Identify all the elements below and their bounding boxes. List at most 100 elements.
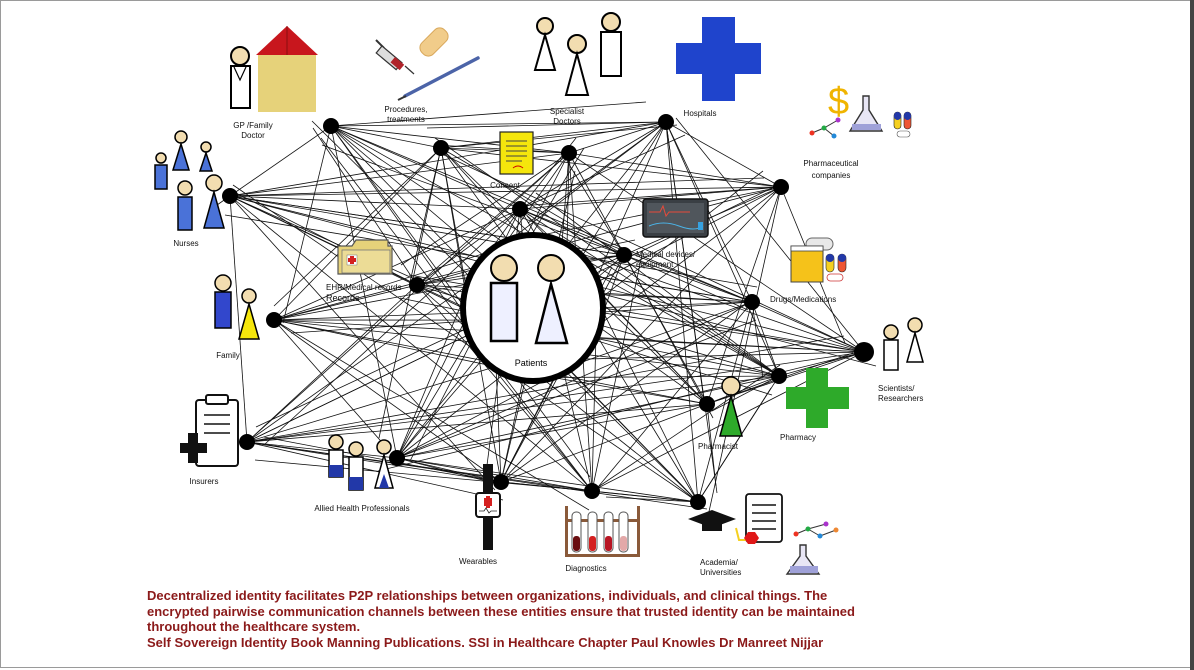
edge-line [751,301,764,379]
edge-line [312,127,418,286]
network-node [239,434,255,450]
consent-document-icon [499,131,534,175]
network-node [389,450,405,466]
edge-line [229,195,496,491]
edge-line [518,186,782,207]
caption-text: Decentralized identity facilitates P2P r… [147,588,1027,650]
edge-line [229,195,248,443]
label-nurses: Nurses [173,239,199,248]
edge-line [519,208,749,311]
edge-line [598,186,782,326]
edge-line [568,152,714,419]
edge-line [400,152,570,266]
label-medical-devices: Medical devices/equipment [636,250,696,269]
edge-line [320,137,593,492]
label-diagnostics: Diagnostics [565,564,607,573]
pharmaceutical-icon: $ [809,81,912,139]
patients-label: Patients [515,358,548,368]
edge-line [416,284,593,492]
edge-line [579,351,865,360]
edge-line [443,154,865,353]
dollar-icon: $ [828,81,849,123]
edge-line [246,284,418,443]
edge-line [440,147,525,239]
scientists-icon [883,317,924,371]
network-node [493,474,509,490]
edge-line [321,144,625,256]
network-node [854,342,874,362]
ehr-folder-icon [337,239,393,275]
label-allied-health: Allied Health Professionals [314,504,410,513]
edge-line [330,125,521,210]
allied-health-icon [328,434,394,491]
caption-line-2: encrypted pairwise communication channel… [147,603,855,619]
insurers-clipboard-icon [180,394,239,467]
edge-line [246,441,502,483]
patient-female-icon [534,254,569,345]
academia-icon [688,493,839,575]
gp-doctor-icon [230,46,251,109]
edge-line [591,490,699,503]
edge-line [229,195,521,210]
label-ehr: EHR/Medical records [326,283,402,292]
edge-line [330,125,753,303]
network-node [771,368,787,384]
label-records: Records [326,293,360,303]
edge-line [536,237,865,353]
edge-line [396,375,780,459]
edge-line [273,147,442,321]
edge-line [500,302,748,483]
specialist-doctors-icon [533,12,622,96]
edge-line [697,387,772,503]
network-node [584,483,600,499]
label-family: Family [216,351,240,360]
edge-line [440,121,667,149]
edge-line [246,441,708,510]
edge-line [416,152,570,286]
edge-line [568,121,667,154]
edge-line [711,375,780,412]
test-tubes-icon [565,506,640,557]
network-node [561,145,577,161]
edge-line [273,319,497,368]
edge-line [665,121,753,303]
edge-line [751,301,780,377]
edge-line [246,403,708,443]
edge-line [273,249,496,321]
hospital-cross-icon [676,17,761,101]
edge-line [396,289,468,459]
healthcare-network-diagram: Patients $ [154,12,924,575]
edge-line [434,137,780,377]
edge-line [591,364,781,492]
edge-line [396,457,593,492]
edge-line [706,403,717,487]
edge-line [519,121,667,210]
network-node [266,312,282,328]
pharmacy-cross-icon [786,368,849,428]
edge-line [707,186,782,517]
edge-line [273,284,418,321]
edge-line [232,184,699,503]
edge-line [426,121,667,129]
edge-line [254,459,593,492]
edge-line [229,186,782,197]
scalpel-icon [397,56,480,101]
edge-line [519,208,753,303]
edge-line [396,457,495,484]
network-node [658,114,674,130]
edge-line [591,249,644,492]
edge-line [273,319,590,511]
network-node [744,294,760,310]
edge-line [330,101,647,127]
family-icon [214,274,260,340]
edge-line [605,496,699,503]
edge-line [440,147,782,188]
edge-line [665,121,699,503]
edge-line [519,208,780,377]
medication-icon [790,237,847,283]
edge-line [377,351,865,472]
caption-line-4: Self Sovereign Identity Book Manning Pub… [147,634,824,650]
network-node [616,247,632,263]
